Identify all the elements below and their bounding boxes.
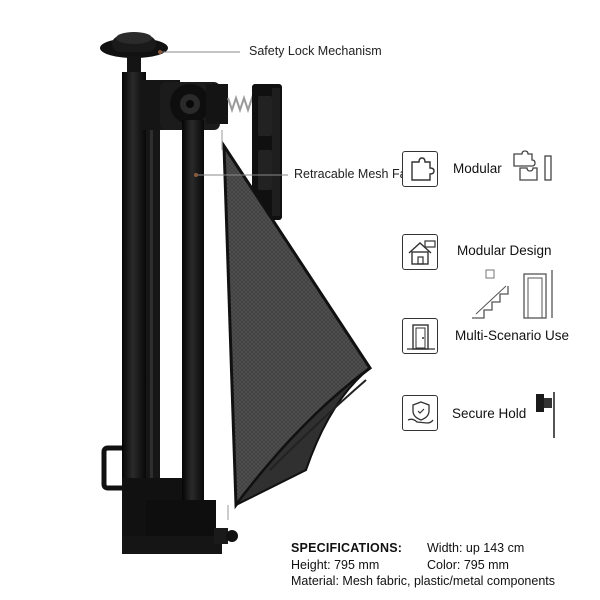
spec-height: Height: 795 mm	[291, 558, 380, 572]
spec-color: Color: 795 mm	[427, 558, 509, 572]
secure-hold-icon-box	[402, 395, 438, 431]
modular-design-icon-box	[402, 234, 438, 270]
side-handle	[101, 445, 122, 491]
spec-material: Material: Mesh fabric, plastic/metal com…	[291, 574, 555, 588]
tension-spring	[227, 94, 257, 114]
mesh-fabric-callout: Retracable Mesh Fabric	[294, 167, 427, 181]
feature-label-secure-hold: Secure Hold	[452, 406, 527, 421]
specs-heading: SPECIFICATIONS:	[291, 541, 403, 555]
house-icon	[408, 240, 436, 265]
puzzle-pieces-illustration	[513, 150, 552, 181]
multi-scenario-icon-box	[402, 318, 438, 354]
safety-lock-knob	[100, 32, 168, 74]
mesh-fabric	[222, 140, 373, 510]
safety-lock-callout: Safety Lock Mechanism	[249, 44, 382, 58]
feature-label-multi-scenario: Multi-Scenario Use	[455, 328, 570, 343]
feature-label-modular: Modular	[453, 161, 502, 176]
guide-pole	[182, 120, 204, 530]
spec-width: Width: up 143 cm	[427, 541, 525, 555]
mounted-hook-illustration	[536, 392, 555, 438]
staircase-doorway-illustration	[472, 269, 553, 319]
modular-feature-icon-box	[402, 151, 438, 187]
door-icon	[407, 324, 435, 350]
hand-shield-icon	[407, 401, 434, 424]
main-pole	[122, 72, 146, 542]
feature-label-modular-design: Modular Design	[457, 243, 552, 258]
puzzle-icon	[411, 157, 435, 181]
